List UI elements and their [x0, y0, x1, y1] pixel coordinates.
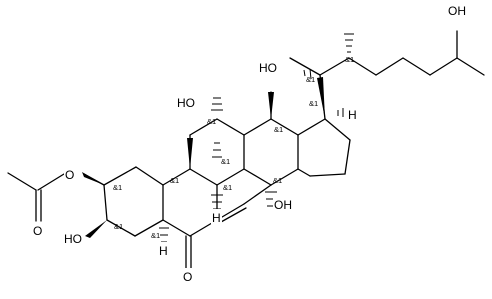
h-c17-label: H	[348, 108, 357, 122]
oh-top-label: OH	[448, 4, 466, 18]
stereo-label: &1	[113, 183, 122, 192]
oh-c11-label: HO	[177, 96, 195, 110]
stereo-label: &1	[207, 117, 216, 126]
side-chain	[289, 30, 485, 120]
oh-c14-label: OH	[274, 198, 292, 212]
stereo-label: &1	[274, 125, 283, 134]
ring-d	[297, 118, 351, 177]
stereo-label: &1	[170, 176, 179, 185]
o-carbonyl-acetate-label: O	[33, 224, 42, 238]
stereo-label: &1	[345, 55, 354, 64]
stereo-bonds	[82, 33, 354, 243]
acetate-group	[7, 172, 105, 222]
stereo-label: &1	[223, 183, 232, 192]
oh-side-chain-label: HO	[259, 61, 277, 75]
stereo-labels: &1 &1 &1 &1 &1 &1 &1 &1 &1 &1 &1 &1	[113, 55, 354, 240]
atom-labels: OH HO HO OH HO O O O H H H	[32, 2, 469, 284]
stereo-label: &1	[221, 157, 230, 166]
o-acetate-label: O	[65, 168, 74, 182]
stereo-label: &1	[273, 176, 282, 185]
ring-a	[103, 166, 164, 237]
oh-c3-label: HO	[64, 232, 82, 246]
h-c9-label: H	[212, 211, 221, 225]
h-c5-label: H	[159, 244, 168, 258]
stereo-label: &1	[151, 231, 160, 240]
stereo-label: &1	[114, 222, 123, 231]
ring-c	[189, 91, 299, 205]
o-ketone-label: O	[183, 270, 192, 284]
stereo-label: &1	[306, 75, 315, 84]
stereo-label: &1	[309, 99, 318, 108]
